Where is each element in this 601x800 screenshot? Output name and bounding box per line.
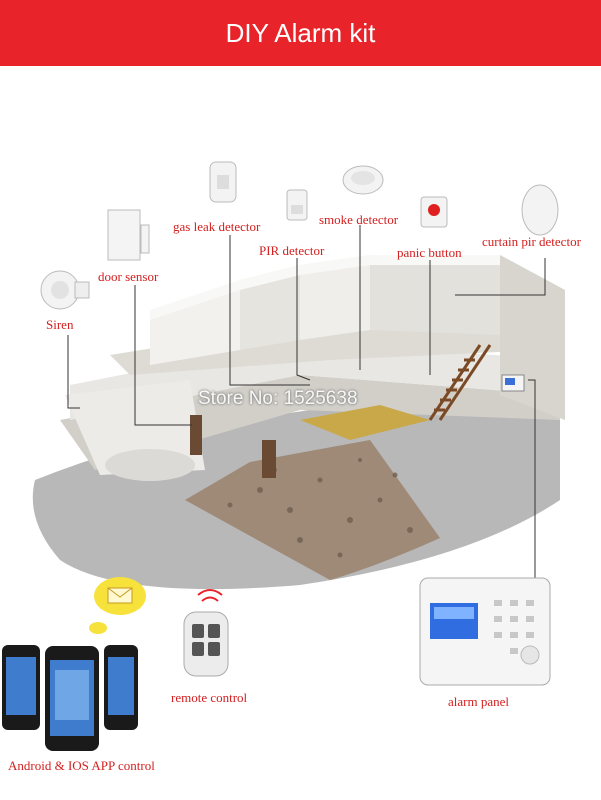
smoke-detector-device <box>342 165 384 195</box>
phones <box>2 645 138 751</box>
curtain-pir-detector-label: curtain pir detector <box>482 234 581 249</box>
lower-back-wall <box>70 340 560 420</box>
page-title: DIY Alarm kit <box>225 18 376 48</box>
alarm-panel-device <box>419 577 551 686</box>
pir-detector-label: PIR detector <box>259 243 325 258</box>
message-bubble <box>89 577 146 634</box>
right-wall <box>500 255 565 420</box>
rug <box>300 405 430 440</box>
gas-detector-device <box>209 161 237 203</box>
title-banner: DIY Alarm kit <box>0 0 601 66</box>
siren-device <box>40 270 90 310</box>
gas-leak-detector-label: gas leak detector <box>173 219 261 234</box>
upper-floor <box>110 320 540 375</box>
remote-control-label: remote control <box>171 690 248 705</box>
siren-label: Siren <box>46 317 74 332</box>
panic-button-label: panic button <box>397 245 462 260</box>
curtain-pir-device <box>521 184 559 236</box>
store-watermark: Store No: 1525638 <box>198 388 358 409</box>
panic-button-device <box>420 196 448 228</box>
app-control-label: Android & IOS APP control <box>8 758 155 773</box>
gravel-path <box>185 440 440 580</box>
smoke-detector-label: smoke detector <box>319 212 399 227</box>
alarm-panel-label: alarm panel <box>448 694 509 709</box>
upper-back-wall <box>150 280 240 365</box>
staircase <box>428 344 492 421</box>
remote-device <box>183 589 229 677</box>
door-sensor-device <box>107 209 150 261</box>
house-illustration <box>2 161 565 751</box>
door-sensor-label: door sensor <box>98 269 159 284</box>
door <box>190 415 202 455</box>
pir-detector-device <box>286 189 308 221</box>
